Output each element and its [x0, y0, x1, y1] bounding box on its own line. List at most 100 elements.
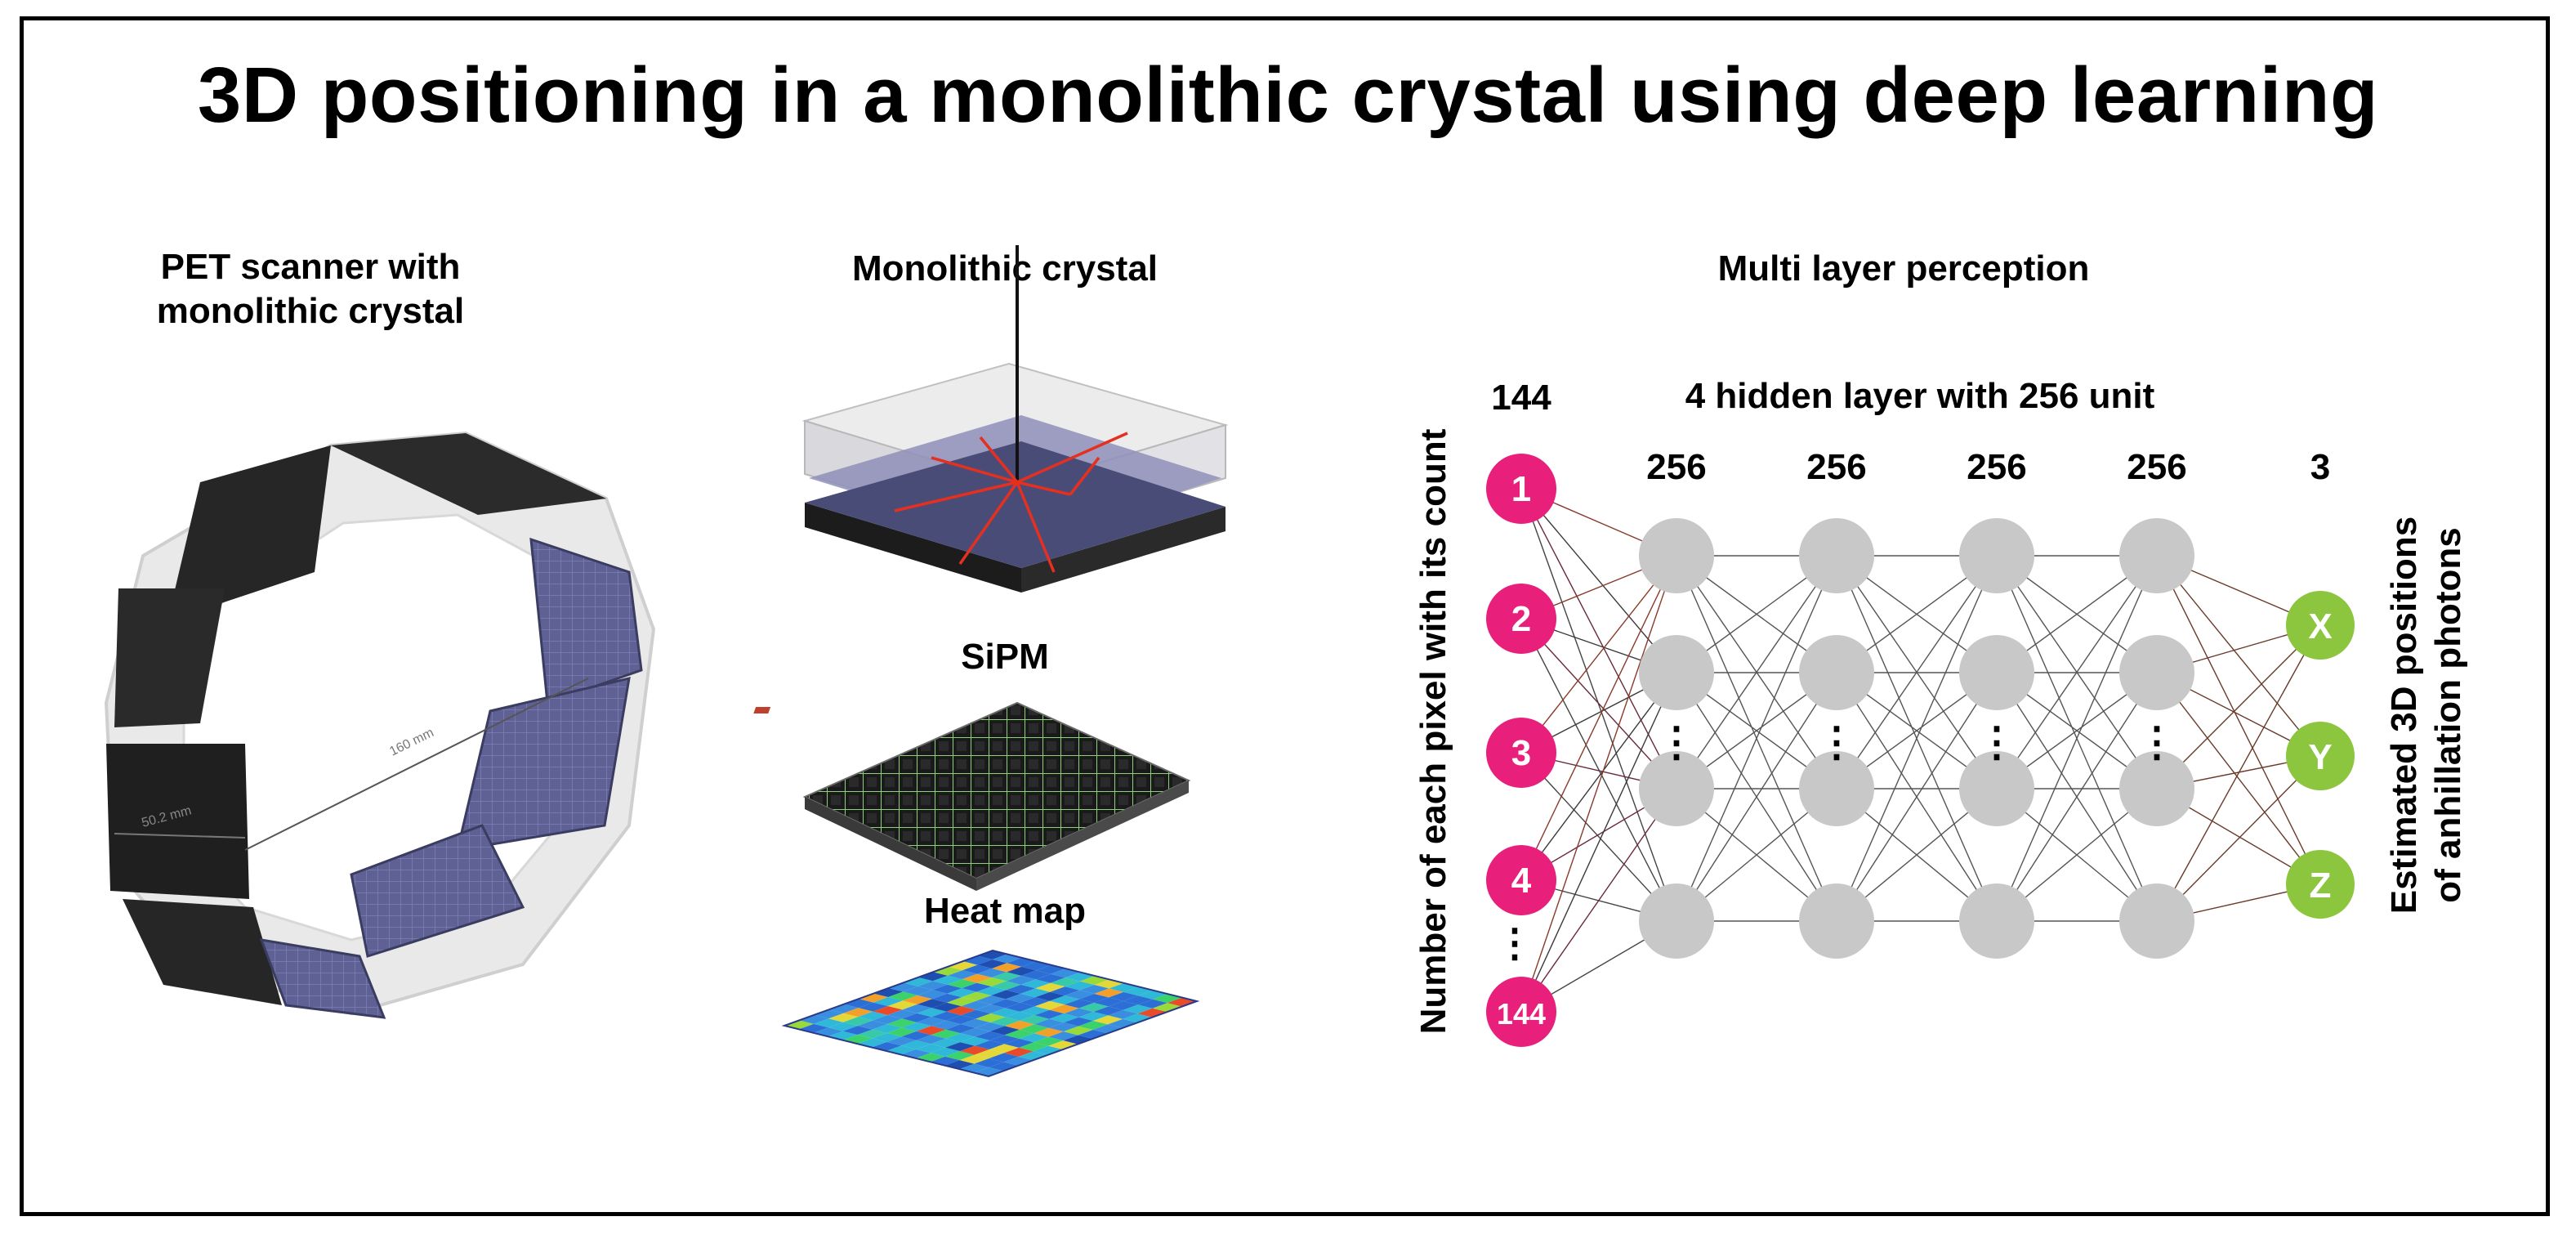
ray-4 [1016, 481, 1056, 573]
sipm-pad-1 [753, 707, 771, 713]
heatmap-cell [962, 964, 993, 974]
figure-title: 3D positioning in a monolithic crystal u… [197, 51, 2379, 139]
heatmap-cell [1035, 982, 1065, 992]
heatmap-cell [1152, 1003, 1182, 1013]
connection-hidden-hidden [1836, 555, 1998, 789]
heatmap-cell [887, 1018, 917, 1028]
output-node [2286, 722, 2355, 790]
output-node [2286, 850, 2355, 919]
heatmap-cell [902, 1004, 932, 1013]
heatmap-cell [858, 1011, 888, 1021]
heatmap-cell [873, 997, 903, 1006]
heatmap-cell [1003, 1047, 1034, 1057]
connection-input-hidden [1520, 618, 1677, 789]
hidden-count-2: 256 [1806, 447, 1867, 487]
detector-lower-right [350, 824, 525, 958]
heatmap-cell [1050, 977, 1080, 987]
heatmap-cell [1007, 966, 1037, 976]
module-bottom-left [123, 899, 282, 1005]
connection-input-hidden [1520, 555, 1677, 1013]
heatmap-cell [873, 988, 904, 997]
connection-hidden-hidden [1836, 672, 1998, 922]
hidden-node [2119, 635, 2194, 710]
heatmap-cell [916, 1044, 946, 1053]
connection-input-hidden [1520, 672, 1677, 881]
heatmap-cell [1020, 979, 1051, 989]
hidden-node [1639, 635, 1714, 710]
heatmap-cell [1065, 981, 1095, 991]
heatmap-cell [873, 1006, 903, 1015]
heatmap-cell [1079, 985, 1109, 994]
heatmap-border [781, 949, 1200, 1078]
heatmap-cell [1005, 1002, 1035, 1012]
output-count: 3 [2310, 447, 2331, 487]
heatmap-cell [989, 1053, 1019, 1062]
heatmap-cell [887, 1009, 917, 1019]
heatmap-cell [1093, 997, 1123, 1007]
heatmap-cell [1034, 1027, 1064, 1037]
connection-input-hidden [1520, 488, 1677, 922]
hidden-node [1959, 883, 2034, 959]
heatmap-cell [1005, 1011, 1035, 1021]
connection-input-hidden [1520, 618, 1677, 922]
heatmap-cell [948, 970, 978, 980]
heatmap-cell [1078, 1003, 1109, 1012]
heatmap-cell [962, 955, 993, 965]
crystal-base-top [805, 441, 1225, 568]
connection-hidden-hidden [1676, 672, 1837, 922]
connection-input-hidden [1520, 555, 1677, 754]
heatmap-cell [814, 1009, 844, 1019]
hidden-node [2119, 518, 2194, 593]
heatmap-cell [1092, 1024, 1123, 1034]
heatmap-cell [948, 961, 978, 971]
heatmap-cell [1003, 1056, 1034, 1066]
heatmap-cell [960, 1045, 990, 1055]
heatmap-cell [975, 1031, 1005, 1040]
heatmap-cell [902, 1013, 932, 1022]
heatmap-cell [917, 1017, 947, 1027]
heatmap-cell [961, 1009, 991, 1019]
hidden-node [2119, 751, 2194, 826]
connection-hidden-output [2156, 555, 2321, 757]
ray-1 [1016, 432, 1128, 484]
ray-3 [958, 481, 1019, 566]
heatmap-cell [960, 1036, 990, 1046]
heatmap-cell [1109, 991, 1139, 1001]
detector-upper-right [529, 537, 643, 705]
input-node [1486, 454, 1556, 524]
heatmap-cell [989, 1035, 1020, 1044]
input-node-label: 4 [1511, 861, 1532, 901]
detector-right [456, 677, 631, 852]
heatmap-cell [932, 993, 962, 1003]
heatmap-cell [961, 1000, 991, 1010]
heatmap-cell [1021, 970, 1051, 980]
connection-input-hidden [1520, 488, 1677, 789]
heatmap-cell [989, 1044, 1020, 1053]
input-node-label: 2 [1511, 599, 1531, 639]
heatmap-cell [1004, 1029, 1034, 1039]
heatmap-cell [916, 1026, 946, 1035]
heatmap-cell [857, 1029, 887, 1039]
heatmap-cell [975, 1040, 1005, 1049]
heatmap-cell [931, 1002, 962, 1012]
heatmap-cell [843, 1008, 873, 1018]
ray-6 [979, 436, 1019, 484]
hidden-node [1959, 518, 2034, 593]
heatmap-label: Heat map [923, 891, 1087, 931]
hidden-node [1639, 518, 1714, 593]
heatmap-cell [991, 972, 1021, 982]
sipm-edge-left [805, 797, 976, 891]
heatmap-cell [843, 999, 873, 1009]
input-node [1486, 845, 1556, 915]
heatmap-cell [932, 984, 962, 994]
heatmap-cell [1034, 1018, 1065, 1028]
heatmap-cell [931, 1038, 961, 1048]
ray-2 [1016, 481, 1071, 496]
heatmap-cell [946, 997, 976, 1007]
output-node-label: Y [2308, 737, 2332, 777]
heatmap-cell [1094, 988, 1124, 998]
heatmap-cell [946, 1015, 976, 1025]
connection-hidden-output [2156, 755, 2321, 922]
heatmap-cell [1079, 994, 1109, 1003]
